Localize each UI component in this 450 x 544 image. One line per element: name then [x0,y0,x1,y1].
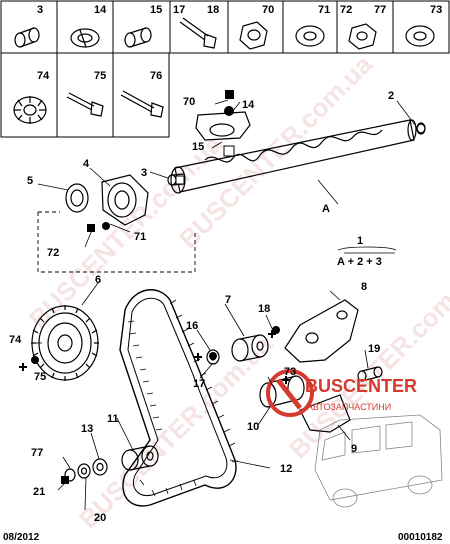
callout-14: 14 [242,99,255,111]
callout-72: 72 [47,247,59,259]
callout-75: 75 [34,371,46,383]
marker-plus [19,330,290,384]
callout-74: 74 [9,334,22,346]
callout-17: 17 [193,378,205,390]
tensioner-pulley [231,334,269,362]
callout-13: 13 [81,423,93,435]
callout-7: 7 [225,294,231,306]
tile-label-76: 76 [150,70,162,82]
hex-nut-icon [348,23,377,50]
callout-2: 2 [388,90,394,102]
callout-77: 77 [31,447,43,459]
callout-6: 6 [95,274,101,286]
tile-label-15: 15 [150,4,162,16]
bearing-cap [195,111,251,141]
sleeve-icon [14,27,40,48]
tile-label-18: 18 [207,4,219,16]
washer-icon [405,25,435,47]
bolt-icon [66,92,104,117]
callout-A: A [322,203,330,215]
hardware-tile-grid [0,0,450,138]
hex-nut-icon [239,21,268,50]
assembly-formula: A + 2 + 3 [337,256,382,268]
tile-label-14: 14 [94,4,107,16]
marker-white-square [175,145,235,185]
tile-label-74: 74 [37,70,50,82]
logo-tagline: АВТОЗАПЧАСТИНИ [307,402,391,412]
oil-seal [65,183,89,213]
tile-label-77: 77 [374,4,386,16]
callout-20: 20 [94,512,106,524]
formula-bracket [337,246,397,251]
callout-71: 71 [134,231,146,243]
spacer-sleeve [357,366,383,382]
idler-pulley [121,445,159,471]
callout-15: 15 [192,141,204,153]
callout-11: 11 [107,413,119,425]
assembly-bracket [37,211,196,273]
callout-8: 8 [361,281,367,293]
callout-70: 70 [183,96,195,108]
footer-code: 00010182 [398,532,443,543]
logo-brand: BUSCENTER [305,376,417,396]
tile-label-72: 72 [340,4,352,16]
tile-label-75: 75 [94,70,106,82]
camshaft-sprocket-hub [101,174,149,226]
callout-19: 19 [368,343,380,355]
washer [92,458,108,476]
callout-3: 3 [141,167,147,179]
footer-date: 08/2012 [3,532,40,543]
buscenter-logo: BUSCENTER АВТОЗАПЧАСТИНИ [266,369,417,417]
marker-black-dot [31,106,280,364]
tile-label-70: 70 [262,4,274,16]
tile-label-3: 3 [37,4,43,16]
nut [64,468,76,482]
callout-9: 9 [351,443,357,455]
callout-1: 1 [357,235,363,247]
callout-5: 5 [27,175,33,187]
tensioner-bracket [284,299,359,363]
pin [416,123,426,135]
washer-icon [295,25,325,47]
callout-12: 12 [280,463,292,475]
bolt-icon [120,90,164,118]
van-illustration [314,414,443,508]
split-washer-icon [70,28,100,48]
callout-4: 4 [83,158,90,170]
timing-belt [119,289,239,507]
washer [77,463,91,479]
callout-73: 73 [284,366,296,378]
washer [206,349,220,365]
tile-label-71: 71 [318,4,330,16]
tile-label-17: 17 [173,4,185,16]
toothed-washer-icon [13,96,47,124]
callout-10: 10 [247,421,259,433]
sleeve-icon [124,27,152,48]
callout-18: 18 [258,303,270,315]
marker-black-square [61,90,234,484]
bolt-icon [179,17,217,49]
tile-label-73: 73 [430,4,442,16]
callout-16: 16 [186,320,198,332]
callout-21: 21 [33,486,45,498]
